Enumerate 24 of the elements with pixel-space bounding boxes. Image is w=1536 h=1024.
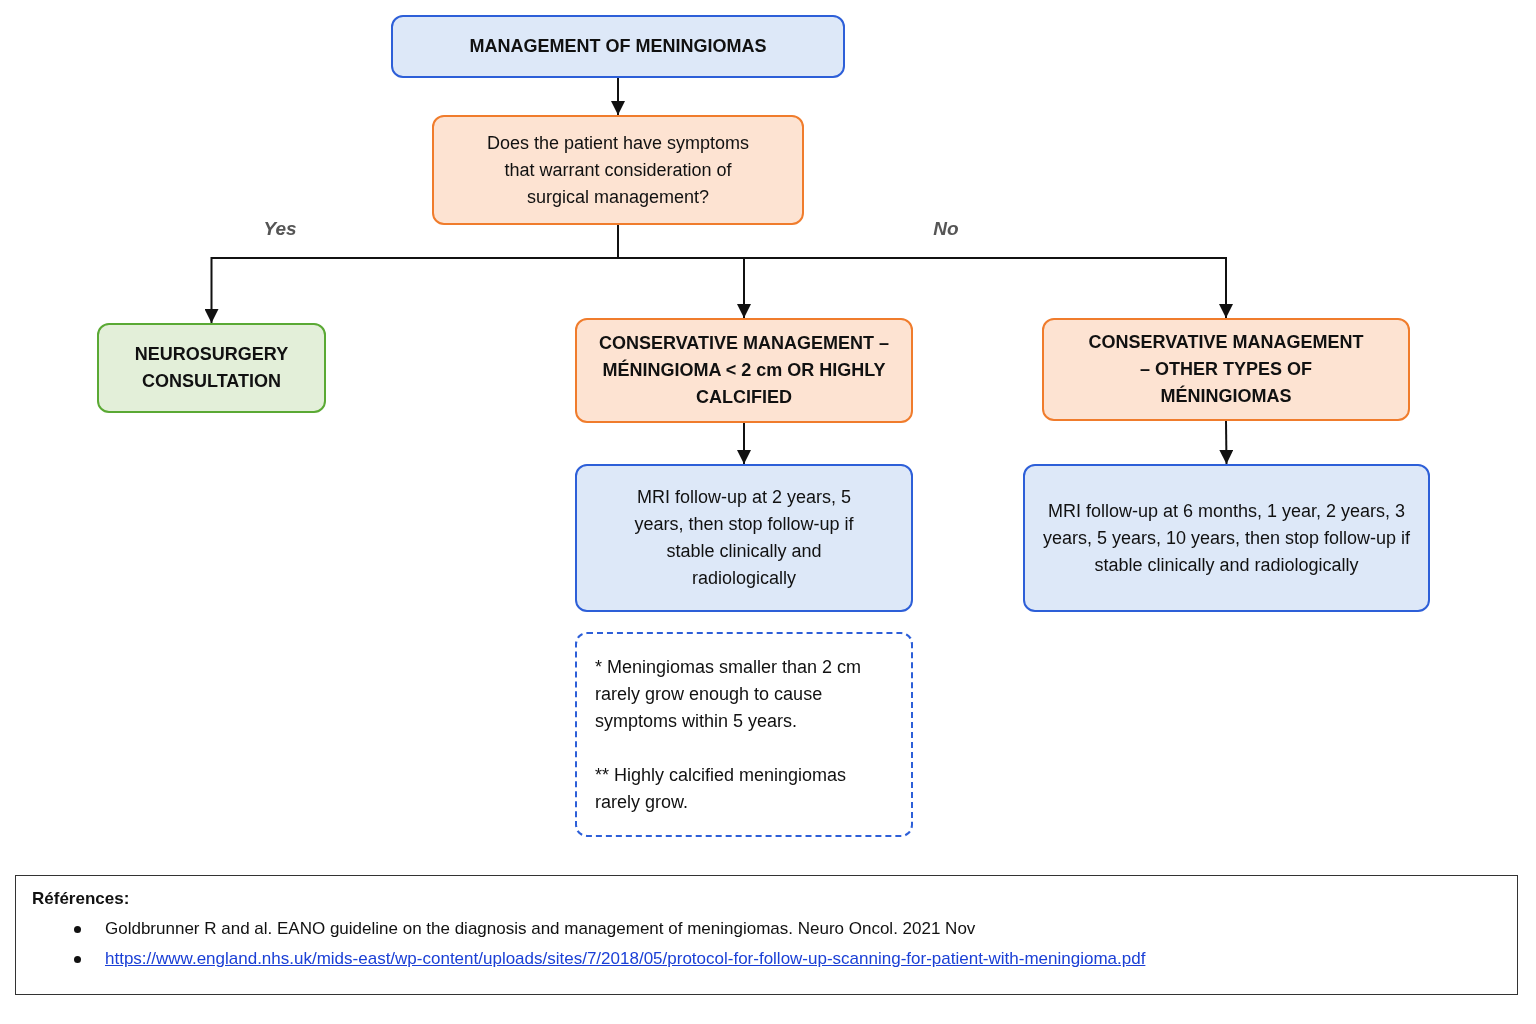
process-box <box>1042 318 1410 421</box>
note-box <box>575 632 913 837</box>
references-box <box>15 875 1518 995</box>
arrow <box>1219 420 1234 465</box>
note-text: * Meningiomas smaller than 2 cm rarely grow enough to cause symptoms within 5 years. <box>595 655 863 733</box>
node-text: Does the patient have symptoms that warrant consideration of surgical management? <box>485 131 751 209</box>
node-text: CONSERVATIVE MANAGEMENT – MÉNINGIOMA < 2 cm OR HIGHLY CALCIFIED <box>598 332 890 409</box>
references-heading: Références: <box>32 888 130 910</box>
note-text: ** Highly calcified meningiomas rarely grow. <box>595 763 848 814</box>
arrow <box>611 77 625 116</box>
process-box <box>1023 464 1430 612</box>
reference-text: Goldbrunner R and al. EANO guideline on the diagnosis and management of meningiomas. Neuro Oncol. 2021 Nov <box>105 918 976 940</box>
process-box <box>575 318 913 423</box>
process-box <box>97 323 326 413</box>
node-text: MANAGEMENT OF MENINGIOMAS <box>469 35 767 58</box>
reference-link: https://www.england.nhs.uk/mids-east/wp-content/uploads/sites/7/2018/05/protocol-for-follow-up-scanning-for-patient-with-meningioma.pdf <box>105 948 1146 970</box>
node-text: NEUROSURGERY CONSULTATION <box>133 343 290 393</box>
process-box <box>575 464 913 612</box>
node-text: MRI follow-up at 6 months, 1 year, 2 years, 3 years, 5 years, 10 years, then stop follow-up if stable clinically and radiologically <box>1041 499 1412 577</box>
arrow <box>737 422 751 465</box>
title-box <box>391 15 845 78</box>
node-text: MRI follow-up at 2 years, 5 years, then stop follow-up if stable clinically and radiologically <box>633 486 855 590</box>
node-text: CONSERVATIVE MANAGEMENT – OTHER TYPES OF MÉNINGIOMAS <box>1087 331 1365 408</box>
decision-box <box>432 115 804 225</box>
